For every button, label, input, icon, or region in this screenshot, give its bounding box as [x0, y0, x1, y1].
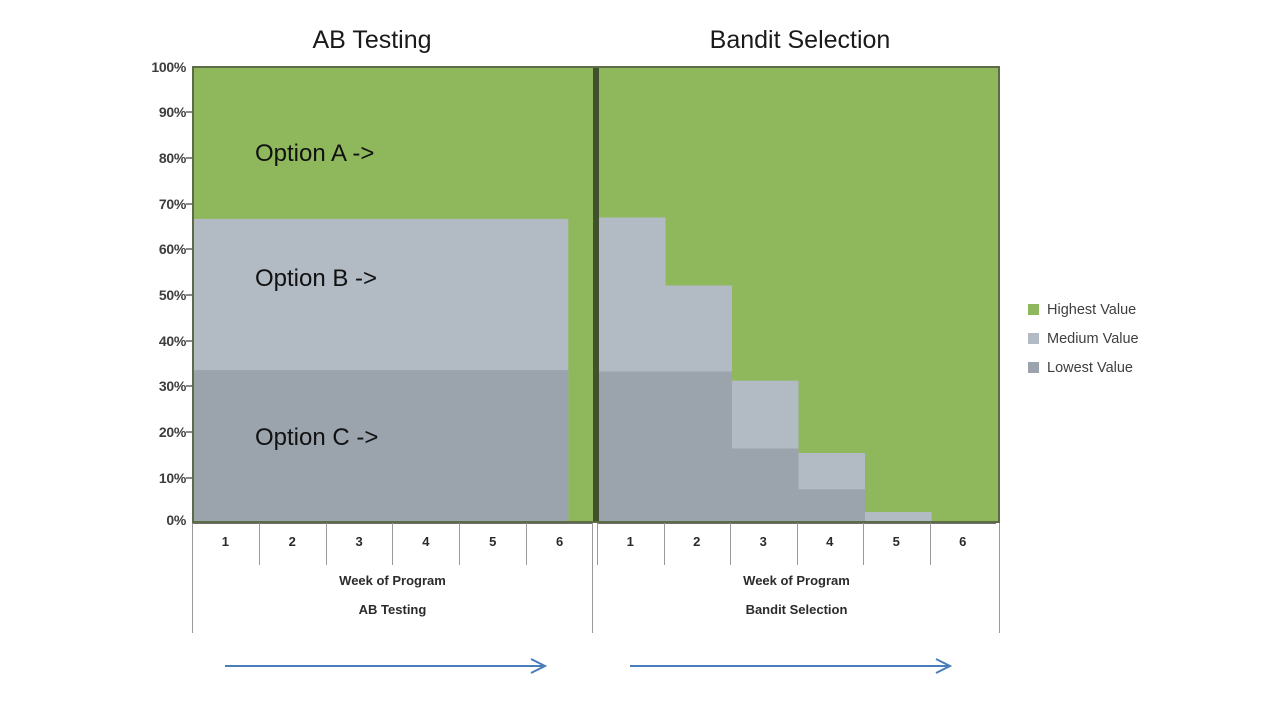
stacked-area-bandit-selection	[599, 68, 998, 521]
annotation-option-a: Option A ->	[255, 140, 375, 167]
y-axis: 100% 90% 80% 70% 60% 50% 40% 30% 20% 10%…	[118, 0, 186, 720]
legend-item-lowest-value[interactable]: Lowest Value	[1028, 353, 1228, 382]
y-tick-80: 80%	[158, 150, 186, 166]
annotation-option-b: Option B ->	[255, 265, 378, 292]
y-tick-mark-10	[186, 477, 193, 479]
y-tick-30: 30%	[158, 378, 186, 394]
y-tick-70: 70%	[158, 196, 186, 212]
y-tick-mark-80	[186, 157, 193, 159]
x-tick-bandit-2: 2	[663, 523, 731, 565]
x-axis-separator-left	[192, 523, 193, 633]
legend-label-lowest-value: Lowest Value	[1047, 359, 1133, 376]
x-tick-ab-5: 5	[459, 523, 526, 565]
y-tick-50: 50%	[158, 287, 186, 303]
y-tick-20: 20%	[158, 424, 186, 440]
x-tick-cells-bandit: 1 2 3 4 5 6	[597, 523, 996, 565]
x-tick-ab-6: 6	[526, 523, 593, 565]
stacked-area-ab-testing	[194, 68, 595, 521]
legend-item-highest-value[interactable]: Highest Value	[1028, 295, 1228, 324]
annotation-option-c: Option C ->	[255, 424, 379, 451]
legend-swatch-medium-value	[1028, 333, 1039, 344]
x-axis-label-secondary-ab: AB Testing	[358, 602, 427, 617]
x-tick-bandit-4: 4	[796, 523, 864, 565]
x-axis-group-bandit-selection: 1 2 3 4 5 6 Week of Program Bandit Selec…	[597, 523, 996, 633]
progress-arrow-bandit-selection	[630, 655, 960, 677]
panel-divider	[593, 68, 599, 521]
y-tick-mark-70	[186, 203, 193, 205]
x-axis-group-ab-testing: 1 2 3 4 5 6 Week of Program AB Testing	[192, 523, 593, 633]
x-axis-label-primary-bandit: Week of Program	[743, 573, 850, 588]
plot-area	[192, 66, 1000, 523]
legend-label-medium-value: Medium Value	[1047, 330, 1139, 347]
legend-swatch-lowest-value	[1028, 362, 1039, 373]
y-tick-mark-60	[186, 248, 193, 250]
legend-label-highest-value: Highest Value	[1047, 301, 1137, 318]
x-axis: 1 2 3 4 5 6 Week of Program AB Testing 1…	[192, 523, 1000, 633]
x-axis-separator-right	[999, 523, 1000, 633]
x-tick-cells-ab: 1 2 3 4 5 6	[192, 523, 593, 565]
x-tick-bandit-6: 6	[929, 523, 997, 565]
y-tick-90: 90%	[158, 104, 186, 120]
x-tick-bandit-1: 1	[597, 523, 664, 565]
area-lowest-ab	[194, 370, 569, 521]
area-lowest-bandit	[599, 371, 998, 521]
x-tick-bandit-3: 3	[730, 523, 797, 565]
panel-ab-testing	[194, 68, 595, 521]
x-axis-label-secondary-bandit: Bandit Selection	[745, 602, 848, 617]
chart-title-ab-testing: AB Testing	[312, 26, 432, 54]
panel-bandit-selection	[599, 68, 998, 521]
y-tick-mark-30	[186, 385, 193, 387]
y-tick-10: 10%	[158, 470, 186, 486]
chart-title-bandit-selection: Bandit Selection	[709, 26, 891, 54]
y-tick-mark-50	[186, 294, 193, 296]
x-tick-ab-2: 2	[258, 523, 326, 565]
y-tick-mark-40	[186, 340, 193, 342]
x-axis-separator-middle	[592, 523, 593, 633]
y-tick-60: 60%	[158, 241, 186, 257]
y-tick-mark-90	[186, 111, 193, 113]
y-tick-40: 40%	[158, 333, 186, 349]
y-tick-mark-20	[186, 431, 193, 433]
x-tick-ab-1: 1	[192, 523, 259, 565]
legend-swatch-highest-value	[1028, 304, 1039, 315]
legend: Highest Value Medium Value Lowest Value	[1028, 295, 1228, 382]
arrow-right-icon	[630, 658, 953, 674]
x-tick-ab-4: 4	[392, 523, 459, 565]
arrow-right-icon	[225, 658, 548, 674]
x-tick-bandit-5: 5	[863, 523, 930, 565]
y-tick-0: 0%	[166, 512, 186, 528]
x-axis-label-primary-ab: Week of Program	[339, 573, 446, 588]
legend-item-medium-value[interactable]: Medium Value	[1028, 324, 1228, 353]
y-tick-100: 100%	[151, 59, 186, 75]
progress-arrow-ab-testing	[225, 655, 555, 677]
x-tick-ab-3: 3	[325, 523, 393, 565]
